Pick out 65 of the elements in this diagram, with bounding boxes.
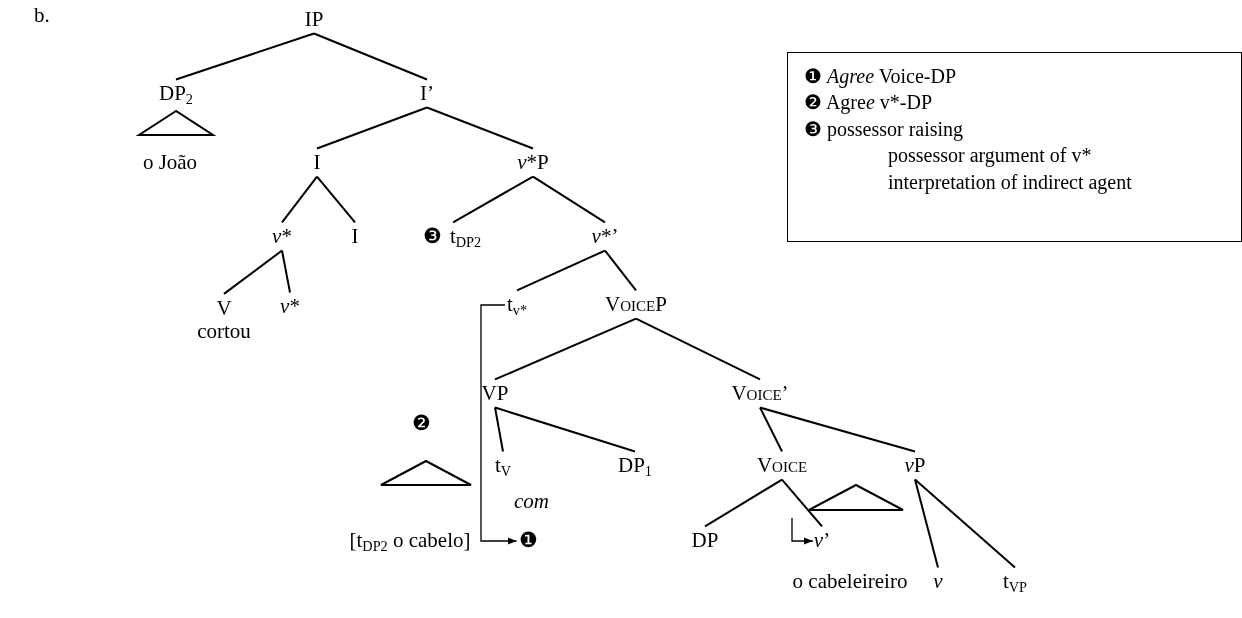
legend-text: possessor argument of v* [887,143,1093,169]
step-number: ❷ [412,412,431,436]
tree-node-label: V [215,296,233,320]
tree-node-label: Voice [756,454,808,478]
tree-node-label: IP [304,8,324,32]
tree-branch [759,406,783,453]
tree-branch [759,406,916,453]
tree-node-label: DP$_{2}$ [159,82,193,106]
tree-branch [426,106,534,150]
tree-node-label: ❶ [518,529,538,553]
tree-branch [452,175,534,224]
tree-branch [313,32,428,81]
tree-branch [281,249,291,294]
step-number: ❸ [422,225,442,249]
tree-branch [704,478,783,528]
legend-text: ❷ Agree v*-DP [804,90,933,116]
tree-branch [316,175,356,224]
triangle-symbol [380,460,472,486]
tree-branch [281,175,318,224]
word-label: com [514,490,549,514]
tree-branch [316,106,428,150]
example-label: b. [34,4,50,28]
tree-node-label: Voice’ [731,382,789,406]
legend-text: interpretation of indirect agent [887,169,1133,195]
tree-node-label: VoiceP [605,293,667,317]
tree-node-label: DP$_{1}$ [618,454,652,478]
tree-node-label: v [933,570,943,594]
tree-node-label: vP [904,454,926,478]
tree-node-label: v*P [517,151,549,175]
tree-node-label: o João [142,151,198,175]
tree-node-label: t$_{v*}$ [506,293,528,317]
tree-branch [516,249,606,292]
tree-branch [914,478,939,569]
tree-branch [914,478,1016,569]
tree-node-label: VP [481,382,509,406]
tree-branch [604,249,637,292]
tree-node-label: [t$_{DP2}$ o cabelo] [349,529,471,553]
legend-text: ❶ Agree Voice-DP [804,64,958,90]
tree-branch [494,406,504,453]
tree-node-label: v* [272,225,292,249]
triangle-symbol [808,484,904,511]
movement-arrow [791,517,814,545]
tree-node-label: t$_{DP2}$ [449,225,482,249]
tree-branch [223,249,283,295]
legend-text: ❸ possessor raising [804,116,965,143]
tree-node-label: I [313,151,321,175]
tree-node-label: v*’ [591,225,619,249]
tree-node-label: DP [691,529,719,553]
tree-node-label: I [351,225,359,249]
tree-branch [175,32,315,81]
tree-node-label: I’ [420,82,434,106]
triangle-symbol [138,110,214,136]
tree-branch [635,317,761,381]
tree-node-label: v’ [813,529,831,553]
movement-arrow [480,304,518,545]
tree-node-label: v* [280,295,300,319]
tree-node-label: t$_{VP}$ [1002,570,1028,594]
tree-node-label: o cabeleireiro [792,570,908,594]
tree-branch [494,406,636,453]
tree-branch [494,317,637,381]
legend-box [787,52,1242,242]
word-label: cortou [197,320,251,344]
tree-branch [532,175,606,224]
tree-branch [781,478,823,528]
tree-node-label: t$_{V}$ [494,454,512,478]
